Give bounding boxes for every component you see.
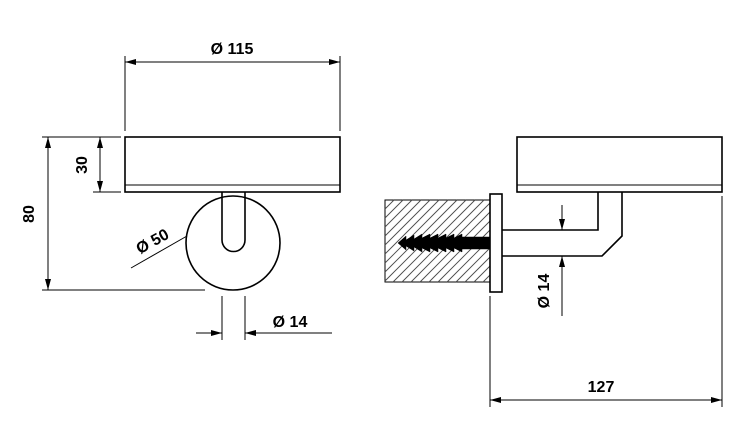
dim-label-rosette: Ø 50 (134, 226, 173, 258)
dim-width: Ø 115 (124, 41, 341, 131)
screw-icon (397, 233, 491, 253)
dish-front (124, 136, 341, 193)
leader-line (130, 235, 188, 269)
dim-label-stem: Ø 14 (273, 314, 308, 331)
arrow-icon (559, 256, 565, 267)
arrow-icon (711, 397, 722, 403)
dim-depth: 127 (489, 196, 723, 407)
bracket-arm (502, 192, 623, 257)
dim-label-depth: 127 (588, 379, 615, 396)
side-view: Ø 14 127 (384, 136, 723, 407)
arrow-icon (45, 279, 51, 290)
arrow-icon (245, 330, 256, 336)
dim-stem: Ø 14 (196, 296, 332, 340)
dish-side-outline (516, 136, 723, 193)
front-view: Ø 115 30 80 (21, 41, 341, 340)
arm-upper-edge (502, 192, 599, 231)
dim-dish-height: 30 (74, 137, 121, 193)
dim-label-width: Ø 115 (211, 41, 254, 58)
arrow-icon (559, 219, 565, 230)
dim-rosette: Ø 50 (130, 226, 188, 269)
dim-label-total-height: 80 (21, 205, 38, 223)
arrow-icon (97, 181, 103, 192)
arrow-icon (329, 59, 340, 65)
stem-outline (221, 192, 246, 253)
arm-lower-edge (502, 192, 623, 257)
dim-label-dish-height: 30 (74, 156, 91, 174)
rosette-side-outline (489, 193, 503, 293)
dim-label-arm: Ø 14 (536, 274, 553, 309)
arrow-icon (211, 330, 222, 336)
arrow-icon (125, 59, 136, 65)
dim-total-height: 80 (21, 136, 205, 291)
rosette-circle (185, 195, 281, 291)
arrow-icon (45, 137, 51, 148)
arrow-icon (490, 397, 501, 403)
dish-front-outline (124, 136, 341, 193)
dish-side (516, 136, 723, 193)
dim-arm: Ø 14 (536, 205, 565, 316)
arrow-icon (97, 137, 103, 148)
